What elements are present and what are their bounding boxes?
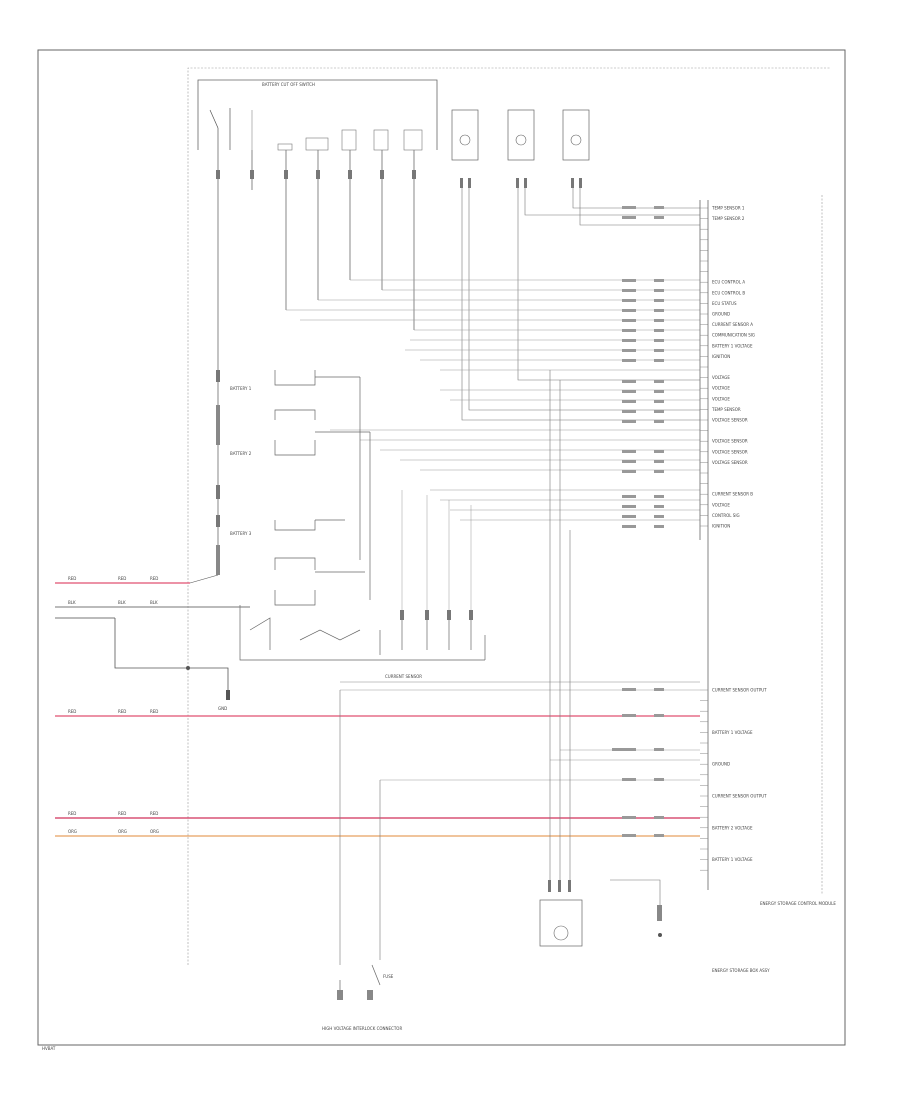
left-wire-label: ORG: [118, 829, 127, 834]
cutoff-connectors: [216, 170, 416, 179]
outer-frame: [37, 49, 846, 1046]
ground-label: GND: [218, 706, 227, 711]
module-pin-label: VOLTAGE SENSOR: [712, 460, 748, 465]
module-pin-label: GROUND: [712, 312, 730, 317]
current-sensor-label: CURRENT SENSOR: [385, 674, 422, 679]
ground-point: [657, 905, 662, 937]
temp-sensor-1: [451, 109, 479, 188]
storage-box-label: ENERGY STORAGE BOX ASSY: [712, 968, 770, 973]
module-pin-label: VOLTAGE: [712, 396, 730, 401]
switch-symbol: [209, 108, 231, 150]
temp-sensor-3: [562, 109, 590, 188]
module-pin-label: VOLTAGE SENSOR: [712, 439, 748, 444]
left-wire-label: RED: [118, 811, 126, 816]
page-tag: HVBAT: [42, 1046, 56, 1051]
module-pin-label: ECU CONTROL A: [712, 280, 745, 285]
left-wire-2: [55, 606, 250, 700]
left-wire-label: BLK: [68, 600, 76, 605]
lower-pin-label: BATTERY 2 VOLTAGE: [712, 825, 753, 830]
module-pin-label: CONTROL SIG: [712, 513, 740, 518]
module-pin-label: COMMUNICATION SIG: [712, 333, 755, 338]
left-wire-1: [55, 574, 219, 584]
left-wire-label: BLK: [150, 600, 158, 605]
module-pin-label: VOLTAGE: [712, 502, 730, 507]
current-sensor-connectors: [400, 610, 473, 620]
lower-current-sensor: [539, 880, 583, 947]
current-sensor-wires: [401, 490, 472, 610]
lower-pin-label: BATTERY 1 VOLTAGE: [712, 730, 753, 735]
module-pin-label: CURRENT SENSOR A: [712, 322, 753, 327]
module-pin-label: VOLTAGE SENSOR: [712, 449, 748, 454]
left-wire-label: RED: [68, 811, 76, 816]
battery-2-label: BATTERY 2: [230, 451, 252, 456]
left-wire-label: RED: [118, 576, 126, 581]
module-pin-label: ECU CONTROL B: [712, 290, 745, 295]
interlock-connector: [337, 964, 381, 1000]
lower-pin-label: GROUND: [712, 762, 730, 767]
current-sensor-block: [239, 605, 486, 661]
left-wire-label: RED: [150, 709, 158, 714]
left-wire-label: ORG: [68, 829, 77, 834]
temp-sensor-2: [507, 109, 535, 188]
lower-pin-label: CURRENT SENSOR OUTPUT: [712, 688, 767, 693]
lower-pin-label: BATTERY 1 VOLTAGE: [712, 857, 753, 862]
cutoff-switch-label: BATTERY CUT OFF SWITCH: [262, 82, 315, 87]
battery-3-label: BATTERY 3: [230, 531, 252, 536]
wire-code-labels: [622, 206, 664, 528]
right-pin-labels: TEMP SENSOR 1 TEMP SENSOR 2 ECU CONTROL A E…: [700, 206, 755, 529]
lower-pin-label: CURRENT SENSOR OUTPUT: [712, 794, 767, 799]
left-wire-label: BLK: [118, 600, 126, 605]
lower-pin-labels: CURRENT SENSOR OUTPUT BATTERY 1 VOLTAGE GR…: [700, 688, 767, 871]
module-pin-label: TEMP SENSOR 2: [711, 216, 745, 221]
cutoff-pin-boxes: [277, 129, 423, 151]
left-wire-label: ORG: [150, 829, 159, 834]
temp-sensor-wires: [461, 188, 700, 421]
module-bus-lines: [286, 279, 700, 521]
battery-1-label: BATTERY 1: [230, 386, 252, 391]
lower-vertical-wires: [339, 370, 661, 965]
voltage-sensor-blocks: [274, 370, 371, 606]
module-pin-label: VOLTAGE SENSOR: [712, 418, 748, 423]
battery-stack: [216, 370, 220, 575]
module-pin-label: TEMP SENSOR 1: [711, 206, 745, 211]
module-pin-label: IGNITION: [712, 354, 730, 359]
left-wire-label: RED: [150, 576, 158, 581]
left-wire-label: RED: [68, 709, 76, 714]
module-pin-label: TEMP SENSOR: [711, 407, 741, 412]
module-pin-label: IGNITION: [712, 524, 730, 529]
cutoff-terminals: [217, 150, 415, 560]
module-pin-label: BATTERY 1 VOLTAGE: [712, 343, 753, 348]
module-pin-label: VOLTAGE: [712, 386, 730, 391]
hybrid-ecu-label: ENERGY STORAGE CONTROL MODULE: [760, 901, 836, 906]
fuse-label: FUSE: [383, 974, 394, 979]
left-wire-label: RED: [118, 709, 126, 714]
interlock-connector-label: HIGH VOLTAGE INTERLOCK CONNECTOR: [322, 1026, 402, 1031]
lower-wire-code-labels: [612, 688, 664, 837]
lower-module-pins: [340, 689, 700, 781]
left-wire-label: RED: [68, 576, 76, 581]
cutoff-switch-box: [197, 79, 438, 150]
left-wire-labels: RED RED RED BLK BLK BLK RED RED RED RED RED RED ORG O…: [68, 576, 159, 834]
module-pin-label: ECU STATUS: [712, 301, 737, 306]
module-pin-label: CURRENT SENSOR B: [712, 492, 753, 497]
module-pin-label: VOLTAGE: [712, 375, 730, 380]
left-wire-label: RED: [150, 811, 158, 816]
